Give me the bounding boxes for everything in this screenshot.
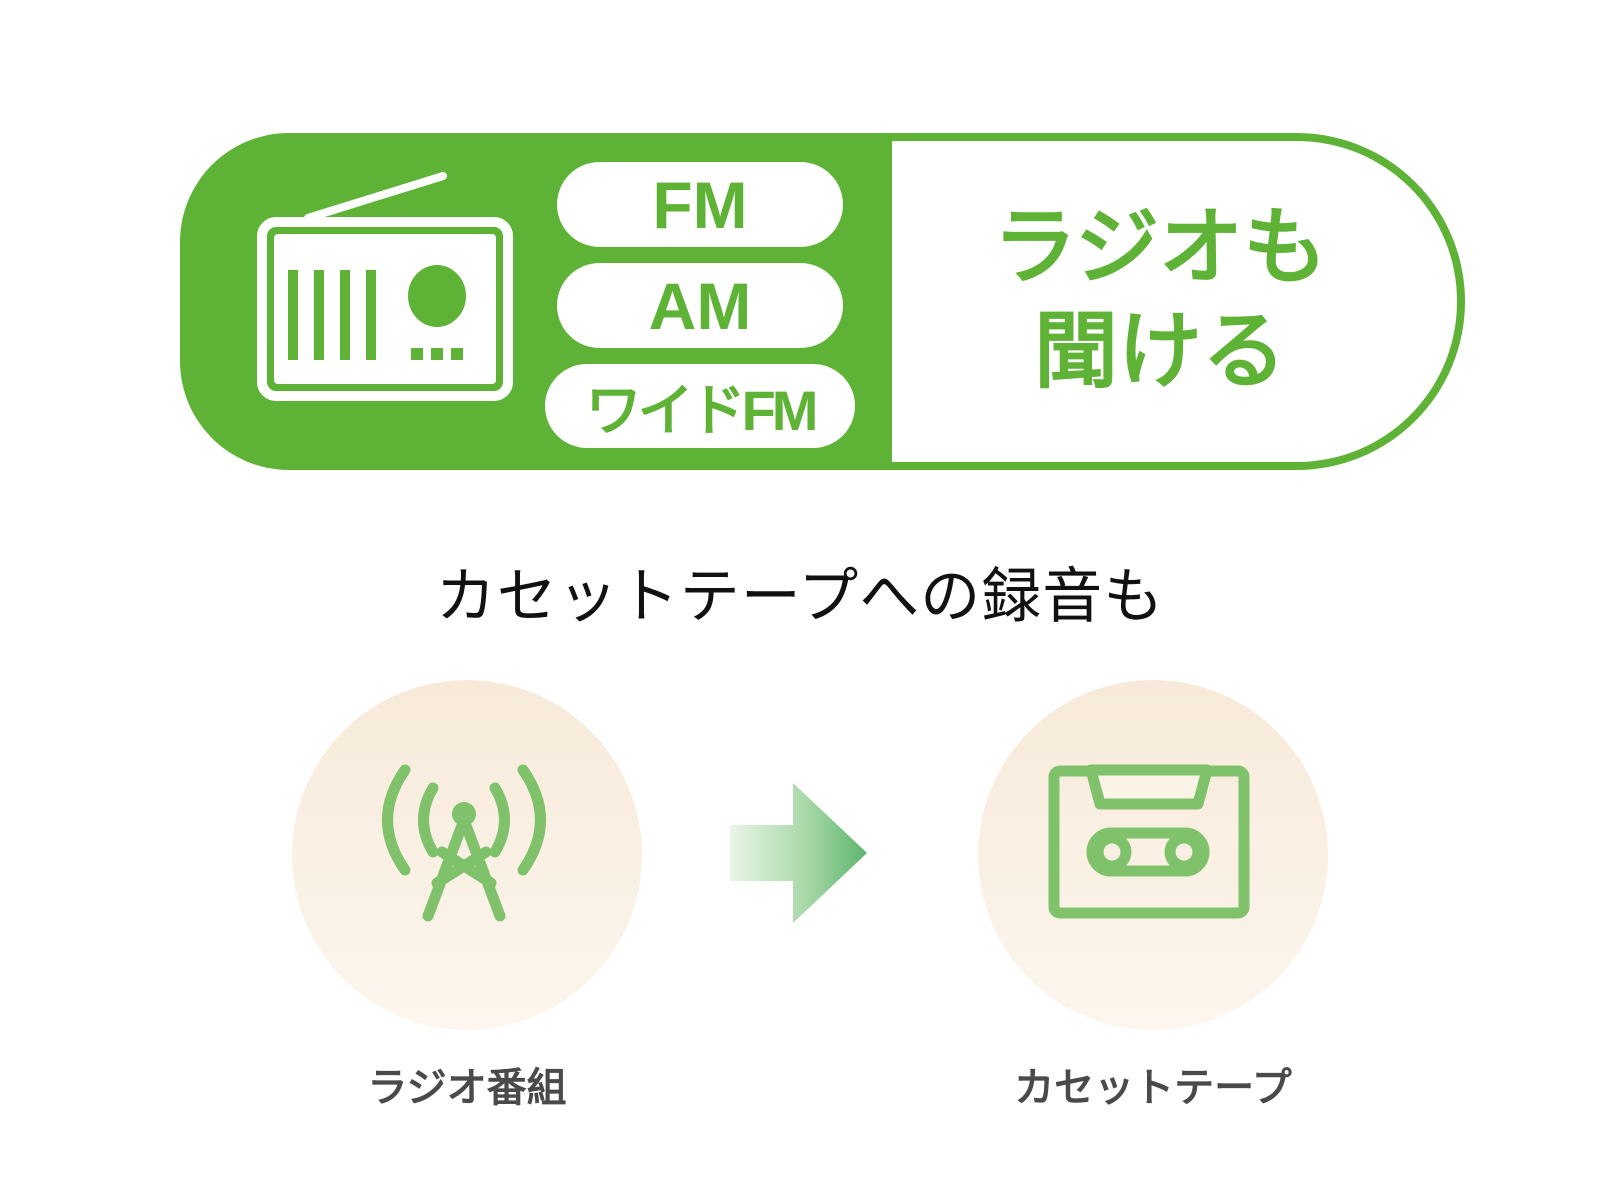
band-badge-fm: FM [557,162,843,247]
source-label: ラジオ番組 [367,1065,567,1111]
recording-heading: カセットテープへの録音も [435,562,1165,632]
banner-title: ラジオも 聞ける [945,195,1375,403]
banner-title-panel [892,141,1457,462]
band-badge-wide-fm: ワイドFM [545,364,855,448]
banner-title-line1: ラジオも [992,198,1328,296]
radio-icon [257,172,513,401]
source-circle [292,680,642,1030]
destination-circle [978,680,1328,1030]
radio-tower-icon [382,764,546,922]
banner-title-line2: 聞ける [1033,302,1286,400]
band-badge-am: AM [557,263,843,348]
arrow-right-icon [730,783,867,923]
cassette-tape-icon [1048,764,1250,919]
destination-label: カセットテープ [1014,1065,1292,1111]
